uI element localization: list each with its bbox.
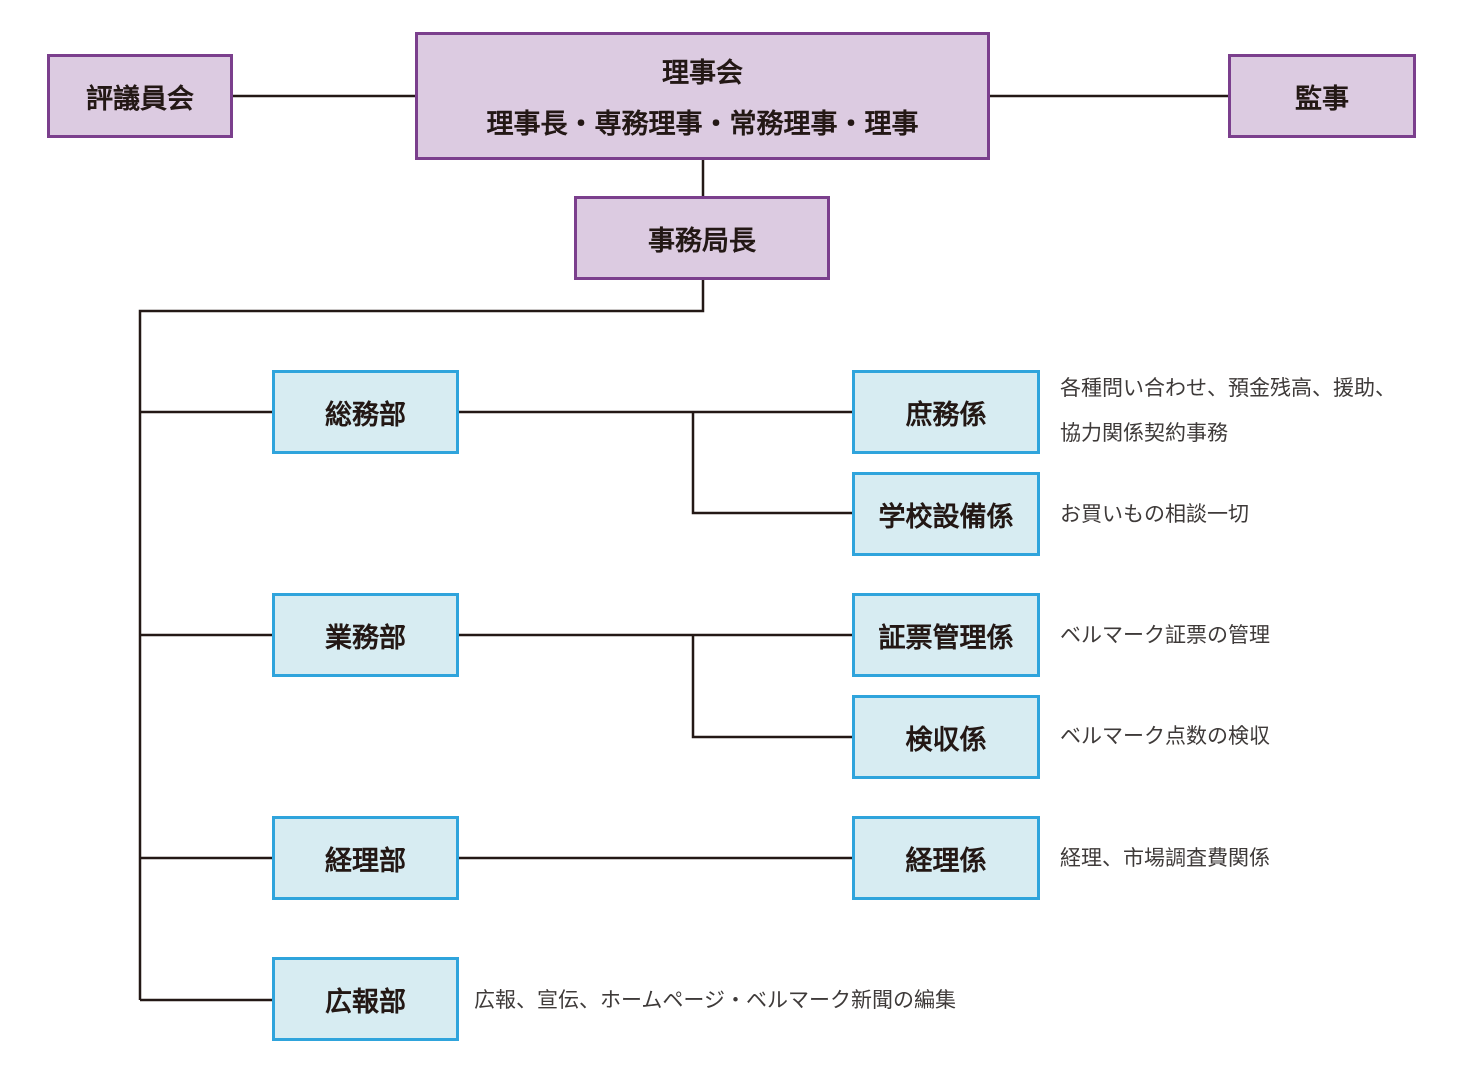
inspection-section-box: 検収係 xyxy=(852,695,1040,779)
secretary-general-label: 事務局長 xyxy=(648,225,756,257)
accounting-section-note: 経理、市場調査費関係 xyxy=(1060,846,1270,870)
school-equipment-section-note: お買いもの相談一切 xyxy=(1060,502,1249,526)
connector-secretary-trunk xyxy=(138,278,705,1000)
general-section-note-line1: 各種問い合わせ、預金残高、援助、 xyxy=(1060,376,1396,400)
voucher-section-label: 証票管理係 xyxy=(878,622,1014,654)
accounting-section-label: 経理係 xyxy=(905,845,987,877)
accounting-dept-box: 経理部 xyxy=(272,816,459,900)
inspection-section-label: 検収係 xyxy=(905,724,987,756)
voucher-section-note: ベルマーク証票の管理 xyxy=(1060,623,1270,647)
general-section-label: 庶務係 xyxy=(905,399,987,431)
pr-dept-label: 広報部 xyxy=(325,986,406,1018)
business-dept-label: 業務部 xyxy=(325,622,406,654)
board-box: 理事会 理事長・専務理事・常務理事・理事 xyxy=(415,32,990,160)
board-members: 理事長・専務理事・常務理事・理事 xyxy=(486,109,919,140)
pr-dept-note: 広報、宣伝、ホームページ・ベルマーク新聞の編集 xyxy=(474,988,956,1012)
school-equipment-section-box: 学校設備係 xyxy=(852,472,1040,556)
council-label: 評議員会 xyxy=(86,83,194,115)
general-section-box: 庶務係 xyxy=(852,370,1040,454)
auditor-label: 監事 xyxy=(1295,83,1349,115)
board-title: 理事会 xyxy=(662,58,743,89)
general-affairs-dept-box: 総務部 xyxy=(272,370,459,454)
school-equipment-section-label: 学校設備係 xyxy=(878,501,1014,533)
business-dept-box: 業務部 xyxy=(272,593,459,677)
secretary-general-box: 事務局長 xyxy=(574,196,830,280)
auditor-box: 監事 xyxy=(1228,54,1416,138)
pr-dept-box: 広報部 xyxy=(272,957,459,1041)
general-section-note: 各種問い合わせ、預金残高、援助、 協力関係契約事務 xyxy=(1060,366,1396,456)
general-section-note-line2: 協力関係契約事務 xyxy=(1060,421,1228,445)
connector-inspection xyxy=(691,635,854,739)
inspection-section-note: ベルマーク点数の検収 xyxy=(1060,724,1270,748)
general-affairs-dept-label: 総務部 xyxy=(325,399,406,431)
voucher-section-box: 証票管理係 xyxy=(852,593,1040,677)
accounting-section-box: 経理係 xyxy=(852,816,1040,900)
accounting-dept-label: 経理部 xyxy=(325,845,406,877)
connector-school-equipment xyxy=(691,412,854,515)
council-box: 評議員会 xyxy=(47,54,233,138)
